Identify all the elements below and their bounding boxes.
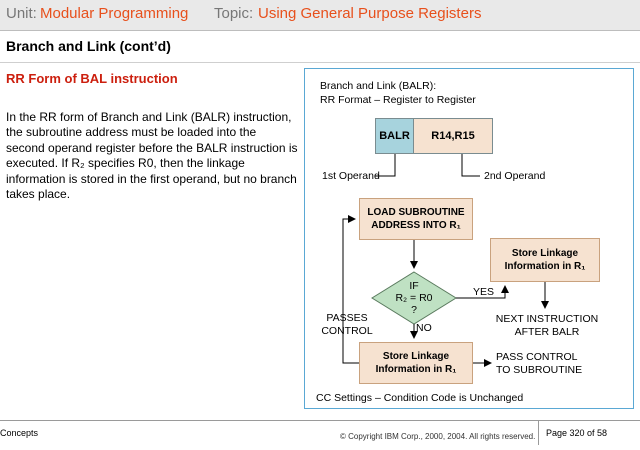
topic-value: Using General Purpose Registers: [258, 5, 482, 22]
passes-line-1: PASSES: [326, 312, 368, 324]
no-label: NO: [416, 322, 432, 334]
decision-line-2: R₂ = R0: [395, 292, 433, 304]
load-address-box: LOAD SUBROUTINE ADDRESS INTO R₁: [359, 198, 473, 240]
decision-line-3: ?: [411, 304, 417, 316]
page-indicator: Page 320 of 58: [546, 428, 608, 438]
slide-subtitle: RR Form of BAL instruction: [6, 71, 178, 86]
second-operand-leader: [461, 154, 480, 177]
arrow-loop-back: [342, 215, 359, 364]
footer-section: Concepts: [0, 428, 39, 438]
store-linkage-right-box: Store Linkage Information in R₁: [490, 238, 600, 282]
decision-label: IF R₂ = R0 ?: [384, 280, 444, 316]
store-bottom-line-1: Store Linkage: [382, 351, 450, 362]
passes-control-label: PASSES CONTROL: [318, 312, 376, 338]
unit-label: Unit:: [6, 5, 37, 22]
pass-to-subroutine-label: PASS CONTROL TO SUBROUTINE: [496, 351, 582, 377]
cc-settings-note: CC Settings – Condition Code is Unchange…: [316, 392, 524, 404]
first-operand-label: 1st Operand: [322, 170, 380, 182]
arrow-yes: [456, 285, 509, 299]
passes-line-2: CONTROL: [321, 325, 373, 337]
title-divider: [0, 62, 640, 63]
next-instr-line-1: NEXT INSTRUCTION: [495, 313, 599, 325]
topic-label: Topic:: [214, 5, 254, 22]
first-operand-leader: [375, 154, 396, 177]
store-right-line-2: Information in R₁: [504, 261, 586, 272]
store-linkage-bottom-box: Store Linkage Information in R₁: [359, 342, 473, 384]
opcode-box: BALR: [375, 118, 414, 154]
footer-divider: [0, 420, 640, 421]
next-instruction-label: NEXT INSTRUCTION AFTER BALR: [492, 313, 602, 339]
diagram-caption-1: Branch and Link (BALR):: [320, 80, 437, 92]
store-right-line-1: Store Linkage: [511, 248, 579, 259]
load-address-line-2: ADDRESS INTO R₁: [371, 220, 461, 231]
next-instr-line-2: AFTER BALR: [514, 326, 580, 338]
operands-box: R14,R15: [413, 118, 493, 154]
pass-sub-line-1: PASS CONTROL: [496, 351, 578, 363]
header-bar: Unit: Modular Programming Topic: Using G…: [0, 0, 640, 30]
load-address-line-1: LOAD SUBROUTINE: [367, 207, 465, 218]
footer-separator: [538, 421, 539, 445]
decision-line-1: IF: [409, 280, 419, 292]
footer-copyright: © Copyright IBM Corp., 2000, 2004. All r…: [340, 432, 536, 441]
header-divider: [0, 30, 640, 31]
unit-value: Modular Programming: [40, 5, 189, 22]
slide-title: Branch and Link (cont’d): [6, 38, 171, 54]
diagram-caption-2: RR Format – Register to Register: [320, 94, 476, 106]
yes-label: YES: [473, 286, 495, 298]
diagram-panel: [304, 68, 634, 409]
second-operand-label: 2nd Operand: [484, 170, 546, 182]
store-bottom-line-2: Information in R₁: [375, 364, 457, 375]
body-paragraph: In the RR form of Branch and Link (BALR)…: [6, 110, 298, 202]
pass-sub-line-2: TO SUBROUTINE: [496, 364, 583, 376]
